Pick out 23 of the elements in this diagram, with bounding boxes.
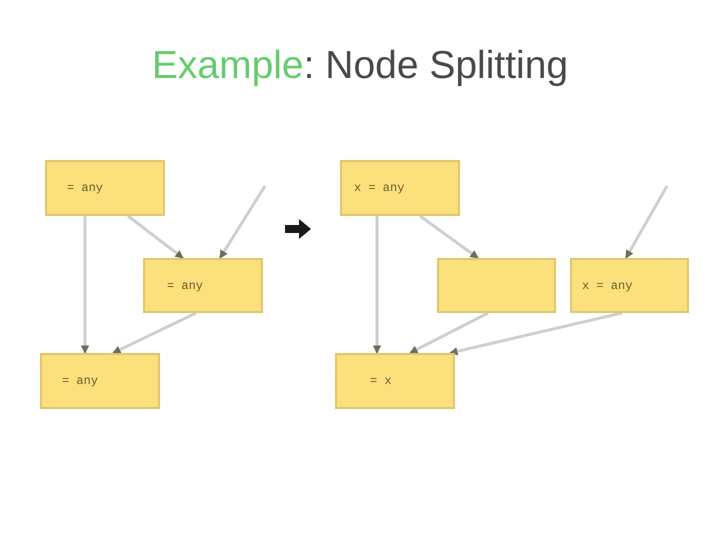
arrow <box>112 312 197 354</box>
process-box <box>570 258 689 313</box>
arrow <box>372 216 382 354</box>
process-box <box>143 258 263 313</box>
arrow <box>80 216 90 354</box>
arrow <box>127 214 184 260</box>
process-box <box>335 353 455 409</box>
code-text: x = any <box>582 278 632 292</box>
code-text: = any <box>62 374 98 388</box>
arrow <box>449 312 622 356</box>
process-box <box>40 353 160 409</box>
process-box <box>437 258 556 313</box>
arrow <box>624 185 668 259</box>
code-text: = any <box>67 181 104 195</box>
arrow <box>409 312 489 354</box>
process-box <box>340 160 460 216</box>
slide-title: Example: Node Splitting <box>152 44 568 89</box>
code-text: = x <box>370 374 392 388</box>
code-text: = any <box>167 278 204 292</box>
arrow <box>218 185 266 259</box>
process-box <box>45 160 165 216</box>
arrow <box>419 214 479 260</box>
code-text: x = any <box>354 181 404 195</box>
